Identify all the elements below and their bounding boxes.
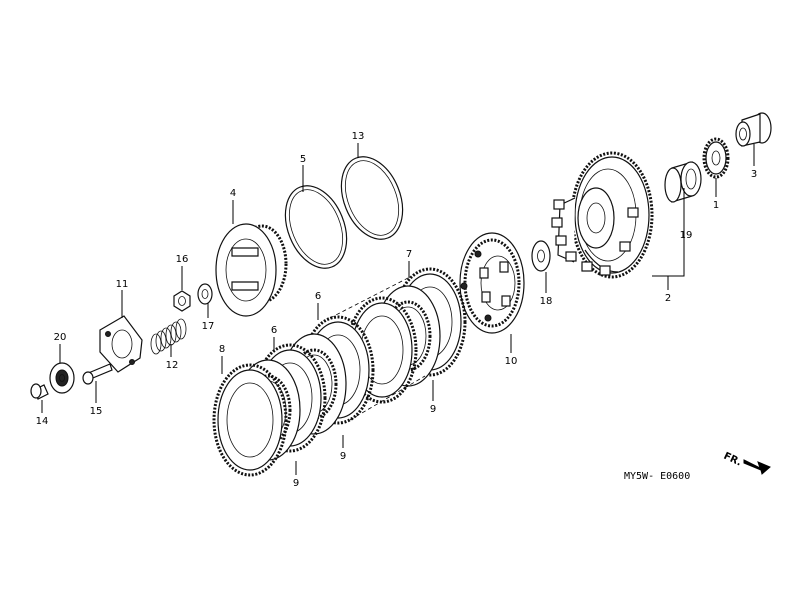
callout-14: 14 [36,416,49,427]
leader-lines [41,143,755,475]
part-needle-bearing [664,161,702,203]
callout-19: 19 [680,230,693,241]
callout-2: 2 [665,293,671,304]
callout-6-middle: 6 [315,291,321,302]
callout-20: 20 [54,332,67,343]
part-small-sprocket [702,137,730,179]
assembly-guide-lines [329,277,426,421]
callout-3: 3 [751,169,757,180]
callout-15: 15 [90,406,103,417]
diagram-code: MY5W- E0600 [624,471,690,482]
callout-7: 7 [406,249,412,260]
arrow-right-icon [743,459,771,475]
part-clutch-center [459,232,525,334]
callout-17: 17 [202,321,215,332]
callout-12: 12 [166,360,179,371]
part-washer [197,283,213,305]
part-lock-nut [173,290,191,312]
callout-6-lower: 6 [271,325,277,336]
part-bolt [82,363,113,385]
part-thrust-washer [531,240,551,272]
direction-label: FR. [722,451,743,469]
callout-labels: 1 2 3 4 5 6 6 7 8 9 9 9 10 11 12 13 14 1… [36,131,758,489]
part-bearing [49,362,75,394]
part-ring [284,185,348,269]
callout-9-upper: 9 [430,404,436,415]
part-friction-disc-outer [212,363,288,477]
part-pressure-plate [215,223,288,317]
part-collar [735,112,772,147]
front-direction-indicator: FR. [722,451,771,475]
callout-11: 11 [116,279,129,290]
callout-16: 16 [176,254,189,265]
callout-13: 13 [352,131,365,142]
part-lifter-rod [30,383,49,400]
part-lifter-plate [99,315,143,373]
callout-18: 18 [540,296,553,307]
callout-4: 4 [230,188,236,199]
part-clutch-spring [150,318,187,355]
callout-9-middle: 9 [340,451,346,462]
callout-10: 10 [505,356,518,367]
callout-8: 8 [219,344,225,355]
part-clutch-outer [551,151,654,279]
part-o-ring-large [340,156,404,240]
callout-5: 5 [300,154,306,165]
callout-9-lower: 9 [293,478,299,489]
callout-1: 1 [713,200,719,211]
